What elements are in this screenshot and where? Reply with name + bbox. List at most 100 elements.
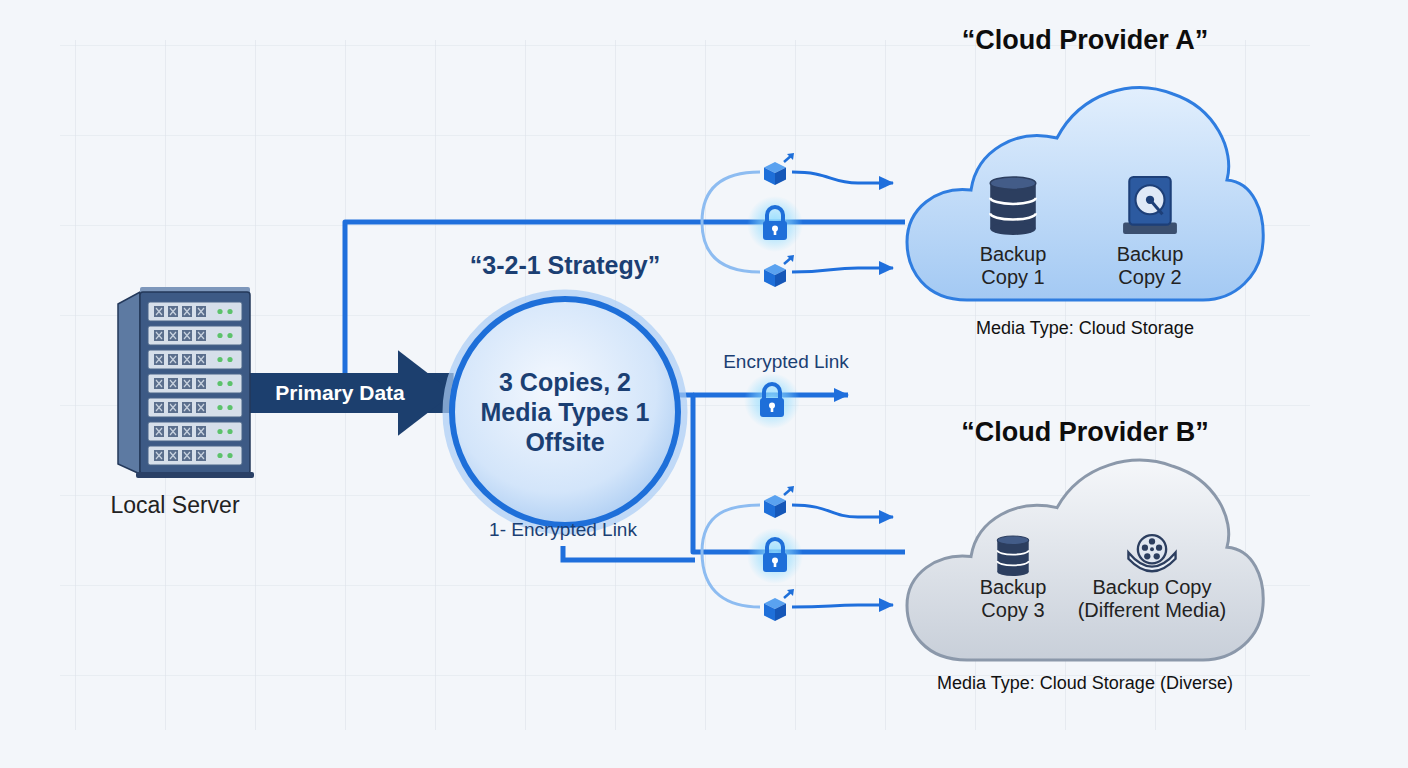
- data-cube: [764, 153, 794, 185]
- unit-bay: [168, 378, 178, 389]
- node-label: Backup Copy 2: [1100, 243, 1200, 289]
- flow-arrow: [792, 172, 893, 183]
- node-label: Backup Copy 3: [963, 576, 1063, 622]
- unit-bay: [196, 450, 206, 461]
- unit-bay-mark: [198, 380, 204, 387]
- status-led: [227, 381, 232, 386]
- unit-bay-mark: [156, 404, 162, 411]
- status-led: [227, 333, 232, 338]
- server-unit: [148, 326, 242, 345]
- unit-bay: [182, 426, 192, 437]
- unit-face: [148, 374, 242, 393]
- unit-bay: [182, 378, 192, 389]
- unit-bay-mark: [170, 356, 176, 363]
- unit-bay: [196, 378, 206, 389]
- db-bottom: [990, 223, 1036, 235]
- unit-bay: [196, 402, 206, 413]
- flow-glyphs-b: [702, 505, 893, 607]
- node-shape: [905, 20, 1265, 350]
- link-label: 1- Encrypted Link: [489, 519, 637, 541]
- unit-bay: [196, 330, 206, 341]
- db-top: [990, 177, 1036, 189]
- unit-bay: [154, 306, 164, 317]
- icon: [997, 536, 1028, 576]
- reel-hub: [1150, 547, 1154, 551]
- unit-bay: [182, 402, 192, 413]
- lock-icon: [744, 373, 800, 429]
- node-label: Backup Copy 1: [963, 243, 1063, 289]
- unit-bay-mark: [170, 404, 176, 411]
- unit-bay-mark: [170, 308, 176, 315]
- reel-hole: [1144, 553, 1150, 559]
- unit-bay: [196, 306, 206, 317]
- icon: [990, 177, 1036, 235]
- circle-outline: [452, 299, 678, 525]
- unit-bay-mark: [156, 356, 162, 363]
- node-heading: “Cloud Provider A”: [875, 20, 1295, 60]
- unit-bay-mark: [156, 380, 162, 387]
- cloud-group: [907, 88, 1263, 300]
- data-cube: [764, 486, 794, 518]
- unit-bay: [154, 378, 164, 389]
- server-front: [140, 292, 250, 474]
- server-node: Local Server: [100, 278, 250, 523]
- server-unit: [148, 446, 242, 465]
- unit-bay-mark: [198, 428, 204, 435]
- unit-bay: [168, 306, 178, 317]
- unit-bay: [168, 402, 178, 413]
- unit-face: [148, 446, 242, 465]
- unit-bay-mark: [156, 332, 162, 339]
- reel-hole: [1149, 538, 1155, 544]
- reel-hole: [1142, 545, 1148, 551]
- data-flow-arrow: [250, 373, 454, 413]
- server-unit: [148, 374, 242, 393]
- db-band: [997, 550, 1028, 554]
- media-type-note: Media Type: Cloud Storage: [885, 316, 1285, 340]
- unit-bay: [154, 402, 164, 413]
- encrypted-link-line: [563, 546, 695, 560]
- status-led: [217, 429, 222, 434]
- unit-face: [148, 398, 242, 417]
- unit-bay-mark: [184, 452, 190, 459]
- reel-hole: [1154, 553, 1160, 559]
- cloud-outline: [907, 88, 1263, 300]
- unit-bay: [154, 426, 164, 437]
- status-led: [217, 453, 222, 458]
- disk-case: [1129, 177, 1170, 225]
- unit-bay-mark: [184, 380, 190, 387]
- server-unit: [148, 302, 242, 321]
- status-led: [217, 381, 222, 386]
- disk-arm: [1150, 200, 1162, 215]
- status-led: [217, 405, 222, 410]
- unit-face: [148, 350, 242, 369]
- flow-arrow: [792, 505, 893, 517]
- unit-bay: [196, 354, 206, 365]
- server-unit: [148, 422, 242, 441]
- unit-bay: [182, 354, 192, 365]
- db-bottom: [997, 567, 1028, 576]
- node-body: 3 Copies, 2 Media Types 1 Offsite: [465, 367, 665, 457]
- flow-arrow: [792, 605, 893, 607]
- server-base: [136, 472, 254, 478]
- link-label: Encrypted Link: [723, 351, 849, 373]
- lock-icon: [747, 528, 803, 584]
- cloud-provider: “Cloud Provider B”Media Type: Cloud Stor…: [905, 408, 1265, 703]
- server-side: [118, 292, 140, 474]
- cloud-provider: “Cloud Provider A”Media Type: Cloud Stor…: [905, 20, 1265, 350]
- unit-bay-mark: [156, 308, 162, 315]
- unit-bay: [154, 330, 164, 341]
- grid: [60, 40, 1310, 730]
- unit-bay-mark: [198, 308, 204, 315]
- unit-bay-mark: [198, 404, 204, 411]
- server-unit: [148, 398, 242, 417]
- unit-bay-mark: [198, 356, 204, 363]
- flow-glyphs-a: [702, 172, 893, 272]
- reel-disc: [1138, 535, 1166, 563]
- unit-bay-mark: [198, 332, 204, 339]
- cloud-outline: [907, 460, 1263, 660]
- node-shape: [905, 408, 1265, 703]
- status-led: [227, 405, 232, 410]
- data-cube: [764, 255, 794, 287]
- unit-bay: [154, 354, 164, 365]
